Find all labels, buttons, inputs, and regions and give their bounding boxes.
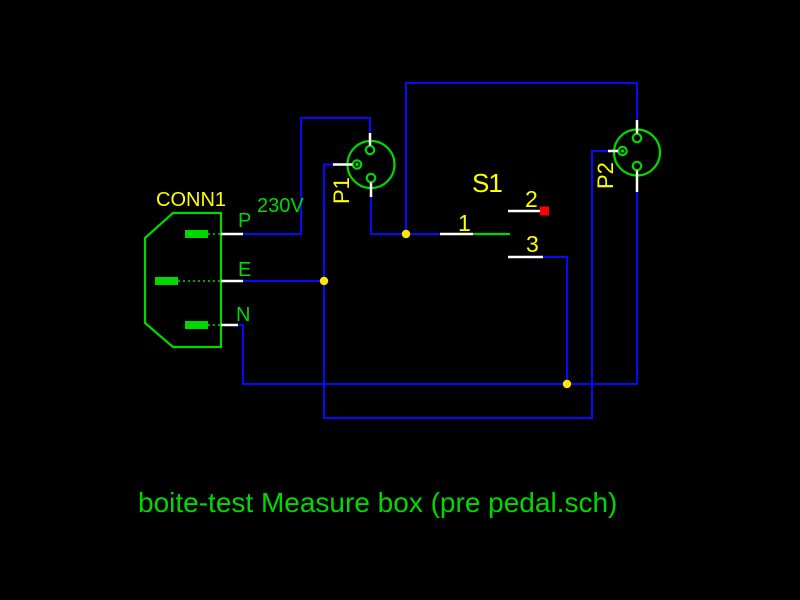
conn1-pin-name-n: N bbox=[236, 304, 250, 326]
conn1-pin-name-p: P bbox=[238, 210, 251, 232]
net-wires bbox=[238, 82, 638, 419]
conn1-pin-name-e: E bbox=[238, 259, 251, 281]
conn1-pin-pad-n bbox=[185, 321, 208, 329]
p2-contact-top bbox=[631, 132, 643, 144]
schematic-title: boite-test Measure box (pre pedal.sch) bbox=[138, 487, 617, 518]
conn1-pin-pad-e bbox=[155, 277, 178, 285]
p2-reference-label: P2 bbox=[593, 162, 618, 189]
p1-contact-top bbox=[364, 144, 376, 156]
p1-reference-label: P1 bbox=[329, 177, 354, 204]
conn1-symbol[interactable]: CONN1 230V P E N bbox=[143, 189, 304, 349]
p2-contact-left-dot bbox=[620, 149, 625, 153]
s1-reference-label: S1 bbox=[472, 168, 502, 198]
p2-contact-left bbox=[617, 145, 628, 157]
wire-neutral-conn1-to-p2-bottom[interactable] bbox=[238, 192, 638, 385]
conn1-body-outline bbox=[143, 211, 223, 349]
p1-body-circle bbox=[346, 139, 396, 190]
wire-p1-bottom-to-s1-pin1[interactable] bbox=[370, 197, 440, 235]
p1-contact-left bbox=[351, 159, 363, 170]
wire-phase-conn1-to-p1-top[interactable] bbox=[243, 117, 371, 235]
conn1-reference-label: CONN1 bbox=[156, 189, 226, 211]
wire-earth-p1-left-to-p2-left[interactable] bbox=[323, 150, 608, 419]
voltage-label: 230V bbox=[257, 195, 304, 217]
s1-pin-number-2: 2 bbox=[525, 186, 538, 212]
p1-contact-bottom bbox=[365, 172, 377, 184]
wire-junction-to-p2-top[interactable] bbox=[405, 82, 638, 234]
conn1-pin-pad-p bbox=[185, 230, 208, 238]
p2-body-circle bbox=[612, 128, 662, 177]
unconnected-pin-marker bbox=[540, 206, 549, 216]
p1-symbol[interactable]: P1 bbox=[329, 133, 396, 204]
p1-contact-left-dot bbox=[355, 162, 359, 167]
s1-symbol[interactable]: S1 1 2 3 bbox=[440, 168, 549, 259]
junction-dot bbox=[562, 379, 572, 389]
p2-symbol[interactable]: P2 bbox=[593, 120, 662, 192]
junction-dots bbox=[319, 229, 572, 389]
junction-dot bbox=[319, 276, 329, 286]
wire-s1-pin3-to-neutral[interactable] bbox=[543, 256, 568, 384]
junction-dot bbox=[401, 229, 411, 239]
s1-pin-number-3: 3 bbox=[526, 231, 539, 257]
s1-pin-number-1: 1 bbox=[458, 210, 471, 236]
p2-contact-bottom bbox=[631, 160, 643, 172]
